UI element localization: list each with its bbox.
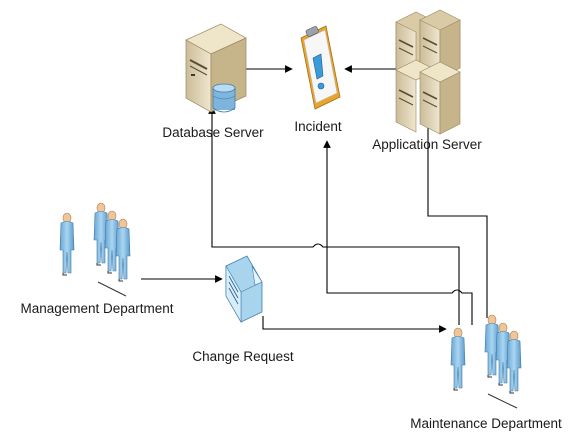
maintenance-to-database-line bbox=[208, 106, 460, 325]
change-request-to-maintenance-arrow bbox=[262, 316, 447, 333]
incident-label: Incident bbox=[294, 119, 342, 134]
database-server-label: Database Server bbox=[162, 125, 264, 140]
maintenance-department-label: Maintenance Department bbox=[410, 416, 562, 431]
connectors bbox=[141, 65, 488, 333]
database-server-icon bbox=[185, 23, 247, 113]
application-server-rack-icon bbox=[395, 9, 461, 135]
maintenance-department-node: Maintenance Department bbox=[410, 314, 562, 431]
management-department-label: Management Department bbox=[20, 301, 173, 316]
change-request-node: Change Request bbox=[192, 255, 294, 364]
database-server-node: Database Server bbox=[162, 23, 264, 140]
maintenance-to-incident-line bbox=[323, 140, 473, 325]
management-department-node: Management Department bbox=[20, 202, 174, 316]
change-request-label: Change Request bbox=[192, 349, 294, 364]
maintenance-to-application-line bbox=[424, 71, 488, 318]
application-server-label: Application Server bbox=[372, 137, 482, 152]
management-people-icon bbox=[59, 202, 131, 297]
maintenance-people-icon bbox=[450, 314, 522, 409]
document-icon bbox=[225, 255, 263, 324]
incident-node: Incident bbox=[294, 25, 342, 134]
application-server-node: Application Server bbox=[372, 9, 482, 152]
incident-clipboard-icon bbox=[300, 25, 341, 110]
